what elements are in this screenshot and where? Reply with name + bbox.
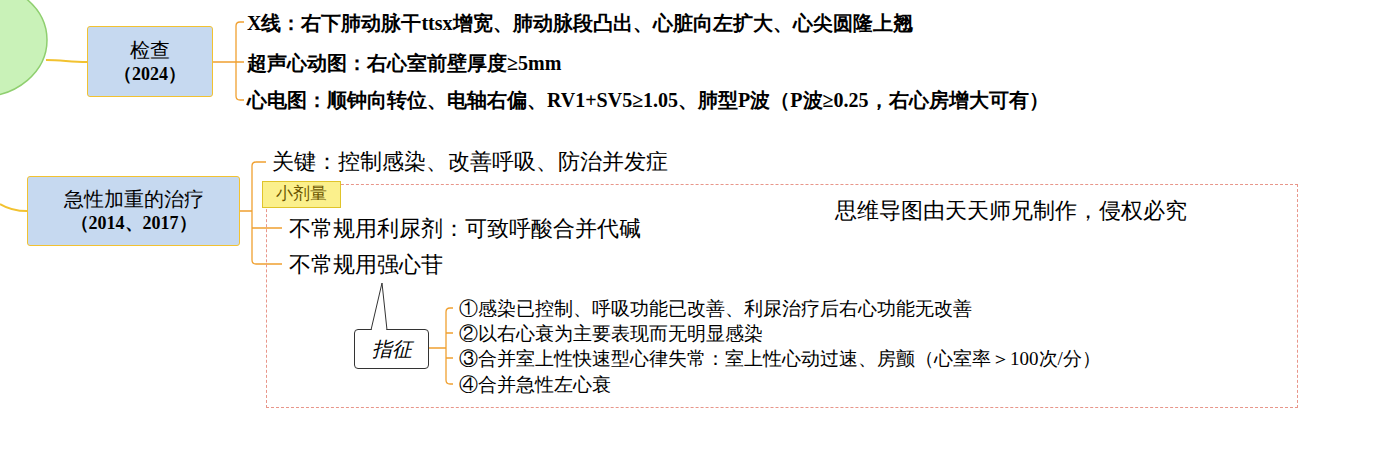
highlight-tag: 小剂量 bbox=[262, 181, 341, 208]
node-text: 指征 bbox=[372, 336, 412, 362]
list-text: ③合并室上性快速型心律失常：室上性心动过速、房颤（心室率＞100次/分） bbox=[459, 346, 1101, 372]
branch-line bbox=[0, 204, 27, 211]
node-text: 小剂量 bbox=[276, 183, 327, 205]
watermark: 思维导图由天天师兄制作，侵权必究 bbox=[835, 196, 1187, 226]
node-text: 急性加重的治疗 bbox=[64, 186, 204, 212]
topic-box: 急性加重的治疗（2014、2017） bbox=[27, 176, 240, 246]
node-text: （2024） bbox=[114, 63, 186, 86]
node-text: 检查 bbox=[130, 37, 170, 63]
pointer-outline bbox=[371, 283, 387, 330]
list-text: 不常规用强心苷 bbox=[289, 250, 443, 280]
bracket bbox=[213, 22, 244, 100]
list-text: ②以右心衰为主要表现而无明显感染 bbox=[459, 321, 763, 347]
callout-pointer bbox=[354, 279, 429, 332]
topic-box: 检查（2024） bbox=[87, 26, 213, 97]
exam-item: 超声心动图：右心室前壁厚度≥5mm bbox=[247, 50, 561, 77]
pointer-fill bbox=[372, 283, 387, 332]
exam-item: X线：右下肺动脉干ttsx增宽、肺动脉段凸出、心脏向左扩大、心尖圆隆上翘 bbox=[247, 10, 913, 37]
key-point: 关键：控制感染、改善呼吸、防治并发症 bbox=[272, 147, 668, 177]
exam-item: 心电图：顺钟向转位、电轴右偏、RV1+SV5≥1.05、肺型P波（P波≥0.25… bbox=[247, 87, 1049, 114]
callout-box: 指征 bbox=[354, 329, 429, 369]
list-text: 不常规用利尿剂：可致呼酸合并代碱 bbox=[289, 214, 641, 244]
branch-line bbox=[46, 60, 87, 62]
bracket bbox=[240, 162, 282, 264]
node-text: （2014、2017） bbox=[71, 212, 197, 235]
bracket bbox=[428, 308, 453, 384]
root-circle bbox=[0, 0, 47, 97]
list-text: ①感染已控制、呼吸功能已改善、利尿治疗后右心功能无改善 bbox=[459, 296, 972, 322]
list-text: ④合并急性左心衰 bbox=[459, 372, 611, 398]
